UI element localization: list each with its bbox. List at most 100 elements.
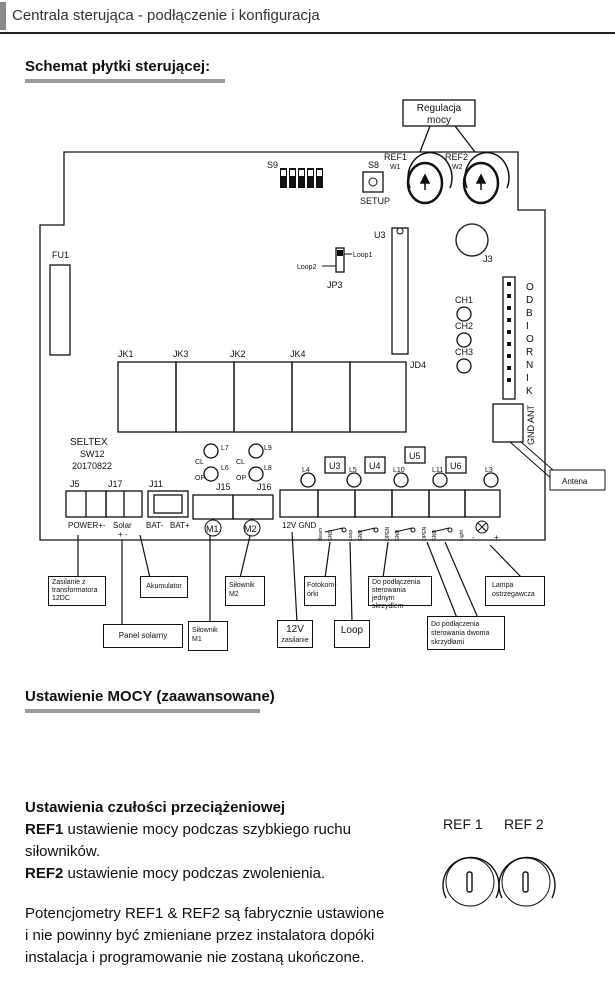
ref2-potentiometer xyxy=(462,151,510,205)
section-underline-2 xyxy=(25,709,260,713)
callout-loop: Loop xyxy=(334,620,370,648)
l6-label: L6 xyxy=(221,465,229,472)
terminal-block-6 xyxy=(464,489,501,518)
ref1-label: REF1 xyxy=(384,152,407,162)
u3-opto xyxy=(324,456,346,474)
terminal-block-2 xyxy=(317,489,356,518)
j15-label: J15 xyxy=(216,482,231,492)
svg-text:I: I xyxy=(526,321,529,332)
svg-text:O: O xyxy=(526,334,534,345)
terminal-block-12v-gnd xyxy=(279,489,319,518)
callout-sterowanie-dwoma: Do podłączenia sterowania dwoma skrzydła… xyxy=(427,616,505,650)
l11-label: L11 xyxy=(432,467,443,474)
svg-text:GND: GND xyxy=(328,530,334,542)
svg-text:Beam: Beam xyxy=(318,528,324,541)
settings-heading: Ustawienia czułości przeciążeniowej xyxy=(25,799,286,816)
s9-dip-switch xyxy=(280,168,323,188)
terminal-block-3 xyxy=(354,489,393,518)
knob-ref1-label: REF 1 xyxy=(443,816,483,832)
receiver-connector xyxy=(502,276,516,400)
svg-text:+: + xyxy=(494,533,499,542)
jp3-jumper xyxy=(335,247,345,273)
loop2-label: Loop2 xyxy=(297,264,317,271)
brand-label: SELTEX xyxy=(70,437,108,448)
callout-silownik-m2: Siłownik M2 xyxy=(225,576,265,606)
loop1-label: Loop1 xyxy=(353,252,373,259)
knob-ref2-icon xyxy=(498,856,556,907)
j16-motor2-terminal xyxy=(232,494,274,520)
svg-text:K: K xyxy=(526,386,533,397)
relay-jd4 xyxy=(349,361,407,433)
factory-note-line1: Potencjometry REF1 & REF2 są fabrycznie … xyxy=(25,905,385,922)
relay-jk3 xyxy=(175,361,235,433)
u3-chip xyxy=(391,227,409,355)
l5-led xyxy=(346,472,362,488)
terminal-block-4 xyxy=(391,489,430,518)
w1-label: W1 xyxy=(390,164,401,171)
cl-label-1: CL xyxy=(195,459,204,466)
bat-plus-label: BAT+ xyxy=(170,521,190,530)
callout-sterowanie-jednym: Do podłączenia sterowania jednym skrzydł… xyxy=(368,576,432,610)
j11-battery-terminal xyxy=(147,490,189,518)
power-label: POWER+- xyxy=(68,521,106,530)
l9-led xyxy=(248,443,264,459)
l5-label: L5 xyxy=(349,467,357,474)
page-title: Centrala sterująca - podłączenie i konfi… xyxy=(12,7,320,24)
svg-text:U4: U4 xyxy=(369,461,381,471)
svg-text:-: - xyxy=(472,533,475,542)
factory-note-line2: i nie powinny być zmieniane przez instal… xyxy=(25,927,375,944)
jk4-label: JK4 xyxy=(290,349,306,359)
l4-led xyxy=(300,472,316,488)
l8-led xyxy=(248,466,264,482)
j15-motor1-terminal xyxy=(192,494,234,520)
ref1-description-cont: siłowników. xyxy=(25,843,101,860)
jd4-label: JD4 xyxy=(410,360,426,370)
mocy-label: mocy xyxy=(427,115,451,126)
l7-led xyxy=(203,443,219,459)
svg-text:Light: Light xyxy=(459,530,465,541)
knob-ref1-icon xyxy=(442,856,500,907)
l4-label: L4 xyxy=(302,467,310,474)
date-label: 20170822 xyxy=(72,461,112,471)
svg-text:GND: GND xyxy=(358,530,364,542)
bat-minus-label: BAT- xyxy=(146,521,164,530)
ch2-led xyxy=(456,332,472,348)
section-title-schematic: Schemat płytki sterującej: xyxy=(25,58,211,75)
l9-label: L9 xyxy=(264,445,272,452)
u3-chip-label: U3 xyxy=(374,230,386,240)
w2-label: W2 xyxy=(452,164,463,171)
cl-label-2: CL xyxy=(236,459,245,466)
l11-led xyxy=(432,472,448,488)
svg-text:GND: GND xyxy=(395,530,401,542)
op-label-1: OP xyxy=(195,475,205,482)
odbiornik-label: O D B I O R N I K xyxy=(526,282,534,397)
section-underline xyxy=(25,79,225,83)
j16-label: J16 xyxy=(257,482,272,492)
l10-label: L10 xyxy=(393,467,405,474)
j17-label: J17 xyxy=(108,479,123,489)
callout-akumulator: Akumulator xyxy=(140,576,188,598)
svg-text:OPEN: OPEN xyxy=(422,526,428,541)
callout-12v: 12V zasilanie xyxy=(277,620,313,648)
v12-gnd-label: 12V GND xyxy=(282,521,316,530)
callout-zasilanie: Zasilanie z transformatora 12DC xyxy=(48,576,106,606)
model-label: SW12 xyxy=(80,449,105,459)
ch1-label: CH1 xyxy=(455,295,473,305)
svg-text:I: I xyxy=(526,373,529,384)
svg-text:D: D xyxy=(526,295,533,306)
factory-note-line3: instalacja i programowanie nie zostaną u… xyxy=(25,949,365,966)
page-header: Centrala sterująca - podłączenie i konfi… xyxy=(0,0,615,34)
ch2-label: CH2 xyxy=(455,321,473,331)
callout-silownik-m1: Siłownik M1 xyxy=(188,621,228,651)
section-title-power: Ustawienie MOCY (zaawansowane) xyxy=(25,688,275,705)
solar-pm-label: + - xyxy=(118,530,128,539)
ch1-led xyxy=(456,306,472,322)
jk1-label: JK1 xyxy=(118,349,134,359)
m1-label: M1 xyxy=(206,524,219,534)
u5-opto xyxy=(404,446,426,464)
l7-label: L7 xyxy=(221,445,229,452)
m2-label: M2 xyxy=(244,524,257,534)
j3-buzzer xyxy=(455,223,489,257)
board-diagram: Regulacja mocy S9 S8 SETUP REF1 W1 REF2 … xyxy=(39,99,606,627)
jk3-label: JK3 xyxy=(173,349,189,359)
